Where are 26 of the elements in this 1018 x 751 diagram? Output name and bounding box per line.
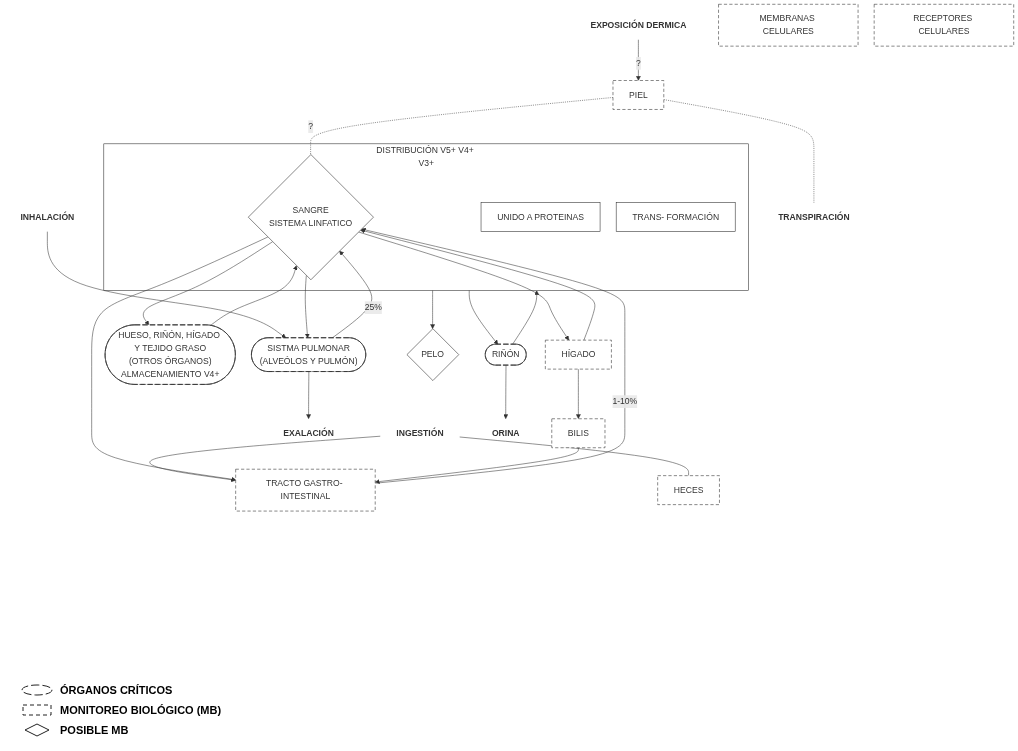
node-box: TRACTO GASTRO- INTESTINAL [235,468,376,512]
connector [310,97,614,155]
node-box: UNIDO A PROTEINAS [480,202,601,232]
edge-label: ? [636,58,641,68]
node-box: TRANS- FORMACIÓN [615,202,736,232]
node-diamond: SANGRE SISTEMA LINFATICO [248,154,374,281]
node-text: INGESTIÓN [396,428,444,438]
node-box: MEMBRANAS CELULARES [718,4,859,47]
legend-label: ÓRGANOS CRÍTICOS [60,684,173,696]
edge-label: 25% [364,302,382,312]
edge-label: ? [308,121,314,131]
node-text: EXPOSICIÓN DERMICA [590,20,687,30]
node-text: EXALACIÓN [283,428,334,438]
connector [459,436,689,476]
node-box: PIEL [612,80,665,110]
node-box: HECES [657,475,720,505]
node-box: BILIS [551,418,606,448]
node-box: HÍGADO [545,339,612,370]
node-text: ORINA [491,428,520,438]
legend-label: MONITOREO BIOLÓGICO (MB) [60,704,222,716]
node-diamond: PELO [406,328,460,381]
node-box: RECEPTORES CELULARES [873,4,1014,47]
node-text: TRANSPIRACIÓN [778,212,850,222]
node-text: INHALACIÓN [20,212,75,222]
legend-label: POSIBLE MB [60,724,129,736]
edge-label: 1-10% [612,396,638,406]
